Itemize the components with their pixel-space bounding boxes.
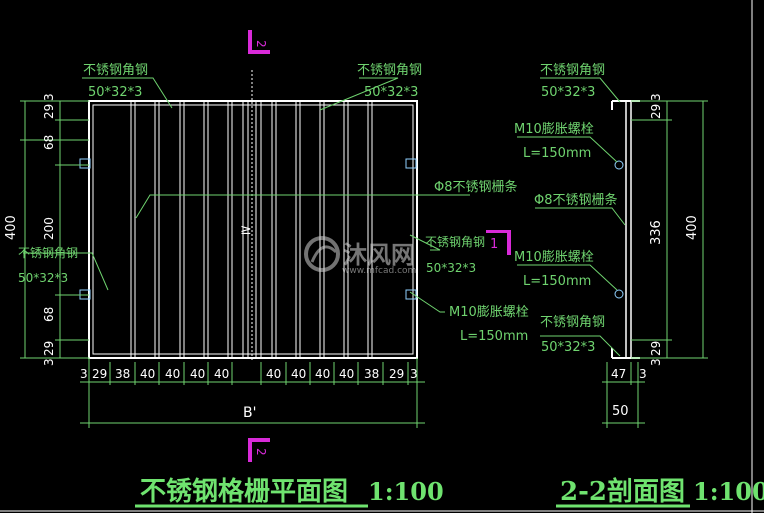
watermark: 沐风网 www.mfcad.com — [304, 236, 416, 276]
plan-dim-left-4: 68 — [42, 307, 56, 322]
section-title: 2-2剖面图 — [560, 476, 685, 507]
section-angle-label-top: 不锈钢角钢 — [540, 63, 605, 78]
section-bottom-dim-lines — [602, 362, 645, 428]
plan-bolt-label: M10膨胀螺栓 — [449, 305, 529, 320]
section-angle-label-bottom: 不锈钢角钢 — [540, 315, 605, 330]
section-mark-bottom: 2 — [248, 438, 270, 462]
plan-dim-bottom-9: 40 — [315, 367, 330, 381]
section-dim-right-0: 29 — [649, 104, 663, 119]
plan-angle-label-lower-left: 不锈钢角钢 — [18, 246, 78, 260]
plan-grate-bar-label: Φ8不锈钢栅条 — [434, 179, 518, 195]
plan-angle-size-left: 50*32*3 — [88, 85, 142, 100]
section-dim-bottom-1: 3 — [639, 367, 647, 381]
section-angle-size-top: 50*32*3 — [541, 85, 595, 100]
plan-overlay-label-a: 不锈钢角钢 — [425, 235, 485, 249]
plan-dim-bottom-11: 38 — [364, 367, 379, 381]
section-mark-right: 1 — [486, 230, 511, 255]
section-bolt-label-top: M10膨胀螺栓 — [514, 122, 594, 137]
section-mark-bottom-text: 2 — [254, 448, 268, 456]
plan-bottom-dim-lines — [80, 358, 425, 428]
section-bolt-length-bottom: L=150mm — [523, 274, 591, 289]
plan-angle-size-right: 50*32*3 — [364, 85, 418, 100]
section-dim-bottom-0: 47 — [611, 367, 626, 381]
section-scale: 1:100 — [693, 477, 764, 506]
section-dim-right-1: 3 — [649, 93, 663, 101]
section-bolt-length-top: L=150mm — [523, 146, 591, 161]
grate-inner-outline — [92, 104, 414, 355]
section-bolt-label-bottom: M10膨胀螺栓 — [514, 250, 594, 265]
plan-dim-bottom-6: 40 — [214, 367, 229, 381]
plan-dim-bottom-5: 40 — [190, 367, 205, 381]
plan-scale: 1:100 — [368, 477, 444, 506]
plan-dim-bottom-2: 38 — [115, 367, 130, 381]
plan-dim-left-1: 3 — [42, 93, 56, 101]
plan-dim-left-3: 200 — [42, 217, 56, 240]
plan-dim-bottom-1: 29 — [92, 367, 107, 381]
plan-dim-bottom-10: 40 — [339, 367, 354, 381]
section-dim-overall-bottom: 50 — [612, 404, 629, 419]
section-mark-top-text: 2 — [254, 40, 268, 48]
plan-bolt-length: L=150mm — [460, 329, 528, 344]
section-dim-right-4: 29 — [649, 341, 663, 356]
plan-left-dim-lines — [20, 100, 89, 359]
plan-dim-bottom-4: 40 — [165, 367, 180, 381]
plan-dim-400: 400 — [4, 215, 19, 240]
section-right-dim-lines — [631, 100, 708, 359]
plan-dim-bottom-0: 3 — [80, 367, 88, 381]
plan-leaders — [20, 77, 470, 313]
section-dim-right-3: 3 — [649, 358, 663, 366]
plan-dim-bottom-13: 3 — [410, 367, 418, 381]
plan-dim-left-6: 29 — [42, 341, 56, 356]
grate-outline — [88, 100, 418, 359]
section-bolt-symbols — [614, 160, 624, 299]
plan-dim-left-2: 68 — [42, 135, 56, 150]
grate-bars-right — [255, 100, 373, 359]
watermark-url: www.mfcad.com — [342, 266, 416, 276]
section-view: 不锈钢角钢 50*32*3 M10膨胀螺栓 L=150mm Φ8不锈钢栅条 M1… — [514, 63, 764, 508]
plan-title: 不锈钢格栅平面图 — [140, 476, 348, 507]
section-mark-right-text: 1 — [490, 237, 498, 252]
plan-dim-left-0: 29 — [42, 104, 56, 119]
plan-dim-bottom-7: 40 — [266, 367, 281, 381]
section-grate-bar-label: Φ8不锈钢栅条 — [534, 192, 618, 208]
plan-dim-bottom-3: 40 — [140, 367, 155, 381]
grate-bars-left — [130, 100, 249, 359]
plan-angle-label-right: 不锈钢角钢 — [357, 63, 422, 78]
section-mark-top: 2 — [248, 30, 270, 54]
section-leaders — [517, 77, 626, 357]
section-dim-right-2: 336 — [649, 220, 664, 245]
plan-dim-bottom-12: 29 — [389, 367, 404, 381]
watermark-brand: 沐风网 — [343, 241, 415, 269]
bolt-symbols — [79, 158, 417, 300]
section-angle-outline — [625, 100, 632, 359]
plan-dim-bottom-8: 40 — [291, 367, 306, 381]
plan-dim-left-5: 3 — [42, 358, 56, 366]
plan-view: ≥ — [4, 30, 529, 508]
section-dim-overall: 400 — [685, 215, 700, 240]
plan-angle-size-lower-left: 50*32*3 — [18, 271, 68, 285]
watermark-logo-icon — [304, 236, 340, 272]
plan-overlay-label-b: 50*32*3 — [426, 261, 476, 275]
plan-width-label: B' — [243, 405, 256, 421]
plan-angle-label-left: 不锈钢角钢 — [83, 63, 148, 78]
svg-text:≥: ≥ — [240, 222, 252, 238]
section-angle-size-bottom: 50*32*3 — [541, 340, 595, 355]
